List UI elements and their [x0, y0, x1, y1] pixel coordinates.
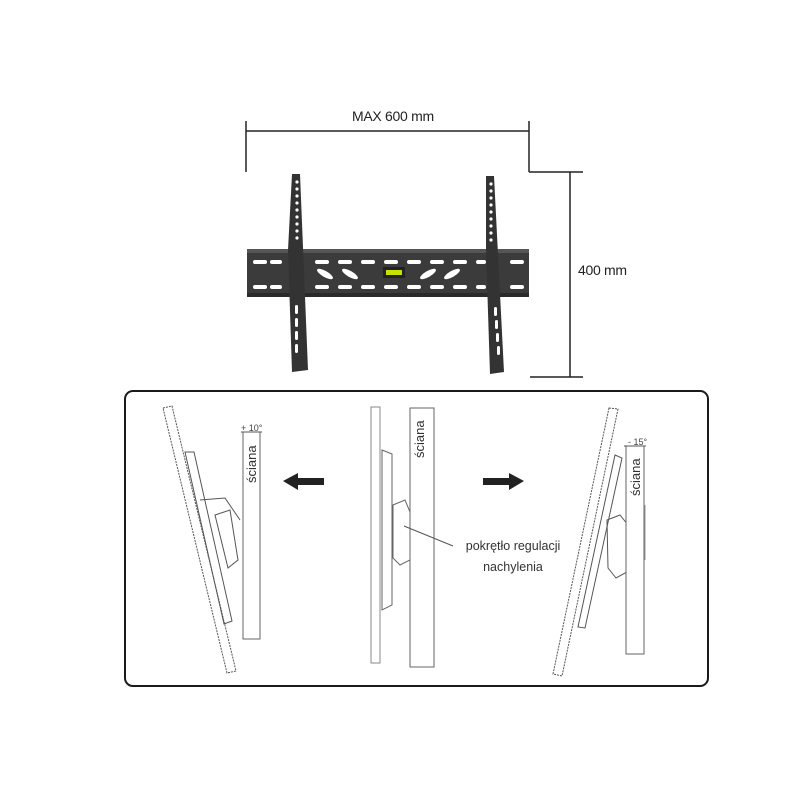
wall-bracket-image	[247, 174, 529, 374]
wall-label-left: ściana	[244, 445, 259, 483]
wall-label-right: ściana	[628, 458, 643, 496]
callout-line-2: nachylenia	[483, 560, 543, 574]
tv-tilt-forward	[162, 405, 262, 674]
tilt-backward-angle-label: - 15°	[628, 437, 648, 447]
max-width-label: MAX 600 mm	[352, 108, 434, 124]
tv-tilt-backward	[552, 407, 646, 677]
dimension-lines	[245, 121, 583, 378]
wall-label-center: ściana	[412, 420, 427, 458]
tilt-forward-angle-label: + 10°	[241, 423, 263, 433]
arrow-left-icon	[283, 473, 324, 490]
arrow-right-icon	[483, 473, 524, 490]
callout-line-1: pokrętło regulacji	[465, 539, 561, 553]
height-label: 400 mm	[578, 262, 627, 278]
bubble-level-icon	[386, 270, 402, 275]
tilt-knob-callout: pokrętło regulacji nachylenia	[448, 536, 578, 578]
tv-vertical	[370, 406, 454, 668]
